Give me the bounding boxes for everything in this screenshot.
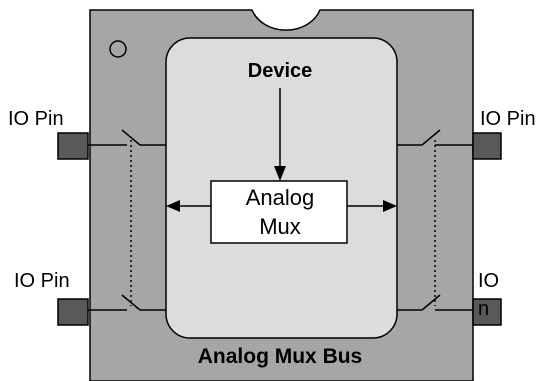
io-pin-label-top-left: IO Pin: [8, 108, 64, 130]
io-pin-top-right: [472, 132, 502, 160]
right-switches: [397, 129, 476, 311]
analog-mux-bus-label: Analog Mux Bus: [198, 345, 363, 368]
device-label: Device: [248, 60, 313, 82]
io-pin-bottom-left: [57, 298, 89, 326]
analog-mux-label-line1: Analog: [246, 185, 315, 210]
io-pin-label-top-right: IO Pin: [480, 108, 536, 130]
analog-mux-box: [210, 180, 348, 244]
left-switches: [86, 129, 166, 311]
io-pin-top-left: [57, 132, 89, 160]
mux-right-arrowhead: [383, 200, 397, 212]
io-pin-label-bottom-right-line2: n: [478, 298, 489, 320]
device-arrowhead: [274, 166, 286, 181]
mux-left-arrowhead: [166, 200, 180, 212]
analog-mux-label-line2: Mux: [259, 214, 301, 239]
pin1-indicator-dot: [109, 40, 127, 58]
io-pin-label-bottom-left: IO Pin: [14, 270, 70, 292]
io-pin-label-bottom-right-line1: IO: [478, 270, 499, 292]
io-pin-bottom-right: [472, 298, 502, 326]
